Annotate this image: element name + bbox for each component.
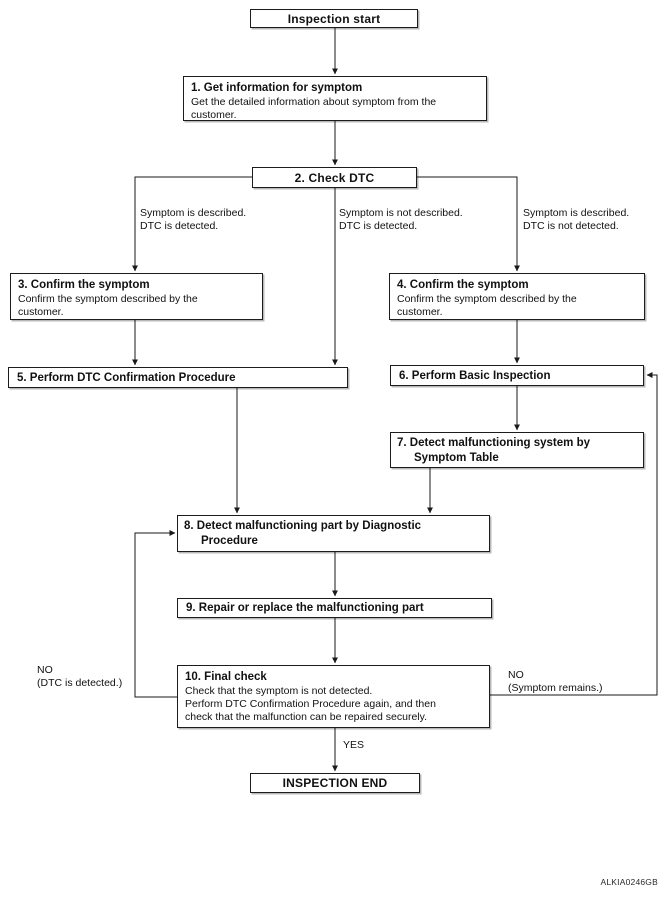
node-inspection-start: Inspection start — [250, 9, 418, 28]
node-1-get-information: 1. Get information for symptom Get the d… — [183, 76, 487, 121]
edge-label-no-dtc-detected: NO (DTC is detected.) — [37, 664, 123, 689]
node-5-title: 5. Perform DTC Confirmation Procedure — [17, 371, 236, 384]
node-inspection-start-label: Inspection start — [287, 11, 381, 26]
node-10-body: Check that the symptom is not detected. … — [185, 685, 436, 723]
branch-label-left: Symptom is described. DTC is detected. — [140, 207, 247, 232]
edge-2-to-3 — [132, 176, 252, 272]
node-1-body: Get the detailed information about sympt… — [191, 96, 437, 121]
node-3-title: 3. Confirm the symptom — [18, 279, 150, 291]
node-10-final-check: 10. Final check Check that the symptom i… — [177, 665, 490, 728]
node-3-confirm-symptom: 3. Confirm the symptom Confirm the sympt… — [10, 273, 263, 320]
node-7-title: 7. Detect malfunctioning system by Sympt… — [397, 437, 590, 464]
edge-loop-10-to-6 — [490, 372, 658, 696]
branch-label-right: Symptom is described. DTC is not detecte… — [523, 207, 630, 232]
edge-2-to-4 — [417, 176, 520, 272]
node-1-title: 1. Get information for symptom — [191, 82, 363, 94]
node-3-body: Confirm the symptom described by the cus… — [18, 293, 198, 318]
branch-label-middle: Symptom is not described. DTC is detecte… — [339, 207, 463, 232]
edge-loop-10-to-8 — [134, 530, 177, 698]
node-4-body: Confirm the symptom described by the cus… — [397, 293, 577, 318]
node-7-detect-system: 7. Detect malfunctioning system by Sympt… — [390, 432, 644, 468]
node-8-detect-part: 8. Detect malfunctioning part by Diagnos… — [177, 515, 490, 552]
node-4-title: 4. Confirm the symptom — [397, 279, 529, 291]
edge-label-no-symptom-remains: NO (Symptom remains.) — [508, 669, 603, 694]
node-10-title: 10. Final check — [185, 671, 267, 683]
node-9-repair-replace: 9. Repair or replace the malfunctioning … — [177, 598, 492, 618]
node-5-dtc-confirmation: 5. Perform DTC Confirmation Procedure — [8, 367, 348, 388]
node-8-title: 8. Detect malfunctioning part by Diagnos… — [184, 520, 422, 547]
node-2-title: 2. Check DTC — [294, 170, 375, 185]
node-9-title: 9. Repair or replace the malfunctioning … — [186, 602, 424, 614]
node-6-title: 6. Perform Basic Inspection — [399, 369, 551, 382]
figure-code-watermark: ALKIA0246GB — [600, 877, 658, 887]
node-6-basic-inspection: 6. Perform Basic Inspection — [390, 365, 644, 386]
node-4-confirm-symptom: 4. Confirm the symptom Confirm the sympt… — [389, 273, 645, 320]
node-inspection-end-label: INSPECTION END — [282, 776, 388, 790]
node-2-check-dtc: 2. Check DTC — [252, 167, 417, 188]
node-inspection-end: INSPECTION END — [250, 773, 420, 793]
edge-label-yes: YES — [343, 739, 365, 751]
